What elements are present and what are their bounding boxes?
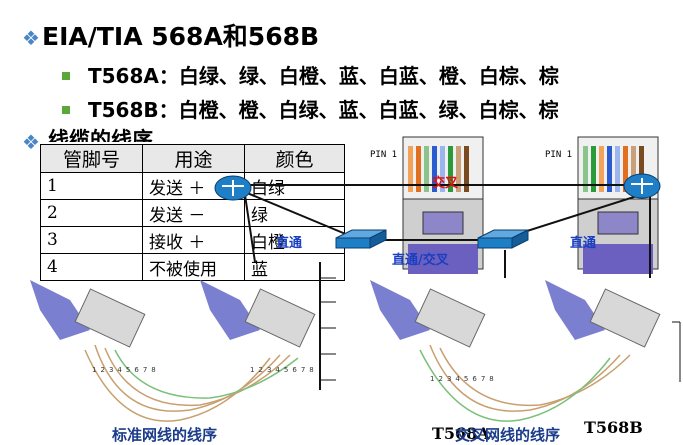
- col-header-use: 用途: [142, 144, 245, 173]
- page-title: EIA/TIA 568A和568B: [42, 22, 320, 51]
- diamond-bullet-icon: ❖: [22, 130, 40, 154]
- straight-cross-label: 直通/交叉: [392, 253, 449, 268]
- col-header-color: 颜色: [244, 144, 345, 173]
- rj45-connector-left-icon: [402, 136, 484, 274]
- t568b-line: T568B：白橙、橙、白绿、蓝、白蓝、绿、白棕、棕: [88, 98, 559, 122]
- pin-numbers-left: 12345678: [92, 366, 160, 374]
- table-header-row: 管脚号 用途 颜色: [40, 144, 345, 173]
- table-cell: 发送 －: [142, 199, 245, 227]
- pin-number: 8: [151, 366, 160, 374]
- diamond-bullet-icon: ❖: [22, 26, 40, 50]
- caption-crossover-cable: 交叉网线的线序: [455, 426, 561, 444]
- table-cell: 3: [40, 226, 143, 254]
- pin-number: 8: [309, 366, 318, 374]
- cable-order-heading: 线缆的线序: [48, 128, 153, 142]
- table-cell: 接收 ＋: [142, 226, 245, 254]
- caption-standard-cable: 标准网线的线序: [112, 426, 218, 444]
- pin-number: 1: [92, 366, 101, 374]
- pin1-label-right: PIN 1: [545, 150, 573, 160]
- pin-number: 6: [472, 375, 481, 383]
- switch-left-icon: [335, 229, 387, 249]
- pin-number: 2: [100, 366, 109, 374]
- pin-number: 5: [283, 366, 293, 374]
- straight-label-right: 直通: [570, 236, 597, 251]
- cable-picture-right-icon: [370, 280, 661, 422]
- pin-number: 5: [463, 375, 473, 383]
- col-header-pin: 管脚号: [40, 144, 143, 173]
- pin-number: 7: [142, 366, 152, 374]
- router-right-icon: [623, 173, 661, 199]
- pin-number: 1: [250, 366, 259, 374]
- table-cell: 1: [40, 172, 143, 200]
- pin-number: 1: [430, 375, 439, 383]
- table-cell: 不被使用: [142, 253, 245, 281]
- table-cell: 蓝: [244, 253, 345, 281]
- side-ticks: [320, 277, 681, 382]
- network-links: [239, 184, 651, 390]
- caption-t568b: T568B: [584, 418, 643, 437]
- switch-right-icon: [477, 229, 529, 249]
- cable-picture-left-icon: [30, 280, 316, 422]
- table-row: 3 接收 ＋ 白橙: [40, 226, 345, 254]
- table-row: 4 不被使用 蓝: [40, 253, 345, 281]
- pin-number: 6: [292, 366, 301, 374]
- pin-number: 4: [455, 375, 464, 383]
- square-bullet-icon: [62, 72, 70, 80]
- square-bullet-icon: [62, 106, 70, 114]
- pin-number: 4: [117, 366, 126, 374]
- straight-label-left: 直通: [276, 236, 303, 251]
- table-row: 2 发送 － 绿: [40, 199, 345, 227]
- pin-number: 5: [125, 366, 135, 374]
- router-left-icon: [214, 175, 252, 201]
- pin-number: 2: [438, 375, 447, 383]
- cross-label: 交叉: [432, 176, 459, 191]
- pin-number: 2: [258, 366, 267, 374]
- caption-t568a: T568A: [432, 424, 490, 443]
- pin-number: 8: [489, 375, 498, 383]
- t568a-line: T568A：白绿、绿、白橙、蓝、白蓝、橙、白棕、棕: [88, 64, 559, 88]
- pin-number: 3: [446, 375, 456, 383]
- pin-numbers-right: 12345678: [430, 375, 498, 383]
- pin-numbers-left-2: 12345678: [250, 366, 318, 374]
- pin-number: 3: [108, 366, 118, 374]
- pin-number: 3: [266, 366, 276, 374]
- pin-number: 6: [134, 366, 143, 374]
- pin-number: 7: [480, 375, 490, 383]
- pin-number: 7: [300, 366, 310, 374]
- table-cell: 4: [40, 253, 143, 281]
- rj45-connector-right-icon: [577, 136, 659, 274]
- pin1-label-left: PIN 1: [370, 150, 398, 160]
- pin-number: 4: [275, 366, 284, 374]
